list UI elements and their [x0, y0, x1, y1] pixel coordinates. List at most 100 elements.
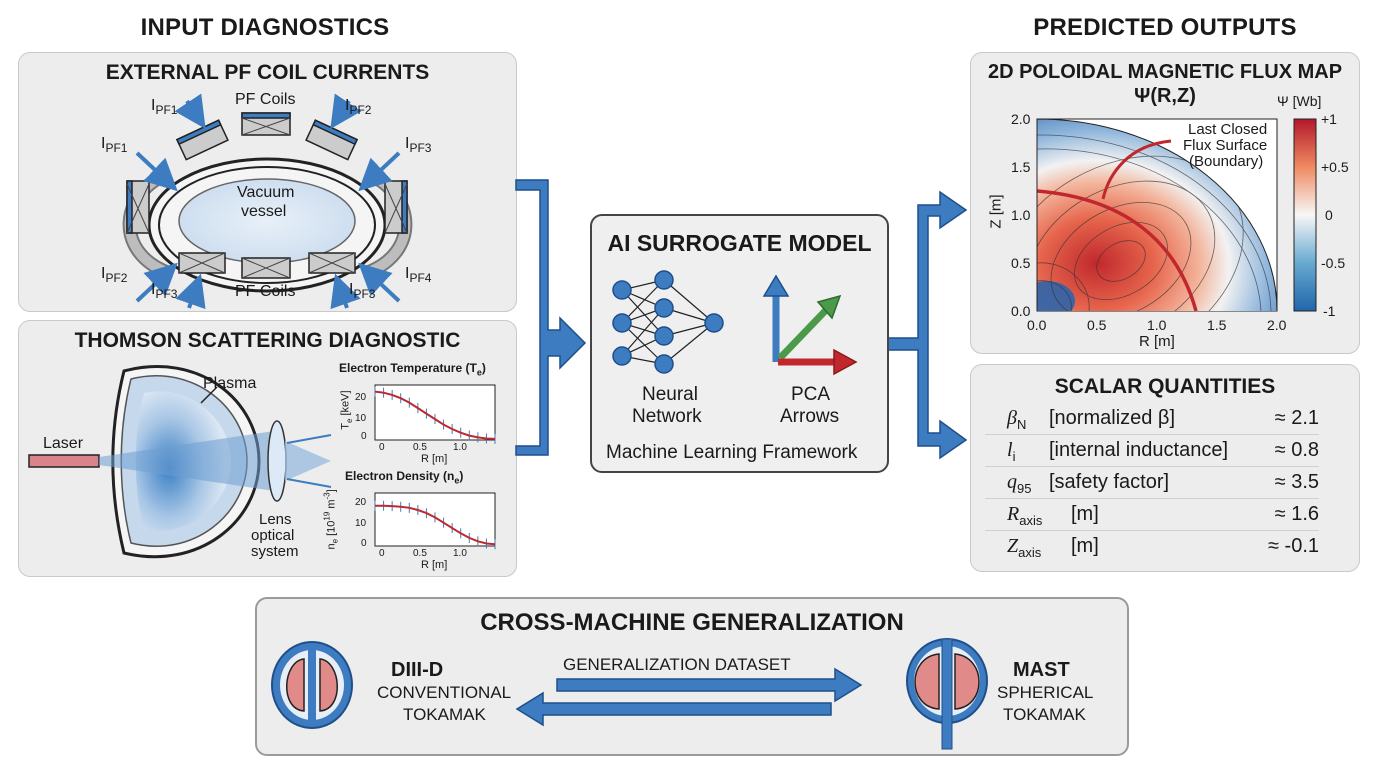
lcfs-label-2: Flux Surface	[1183, 137, 1268, 154]
scalar-row: βN [normalized β] ≈ 2.1	[985, 403, 1319, 435]
ne-xtick: 0.5	[413, 548, 427, 559]
current-label: IPF3	[151, 281, 178, 302]
flux-xtick: 1.5	[1207, 317, 1227, 333]
ne-xlabel: R [m]	[421, 559, 448, 571]
scalar-row: li [internal inductance] ≈ 0.8	[985, 435, 1319, 467]
lens-label-2: optical	[251, 527, 295, 544]
current-label: IPF2	[345, 97, 372, 118]
ne-xtick: 0	[379, 548, 385, 559]
colorbar-label: Ψ [Wb]	[1277, 93, 1322, 109]
left-arrow	[515, 691, 832, 727]
scalar-symbol: q95	[1007, 471, 1032, 496]
current-label: IPF3	[349, 281, 376, 302]
scalar-row: q95 [safety factor] ≈ 3.5	[985, 467, 1319, 499]
cross-machine-panel: CROSS-MACHINE GENERALIZATION GENERALIZAT…	[255, 597, 1129, 756]
scalar-symbol: li	[1007, 439, 1016, 464]
lens-label-3: system	[251, 543, 299, 560]
ne-xtick: 1.0	[453, 548, 467, 559]
cross-machine-diagram	[271, 638, 988, 750]
flux-xtick: 1.0	[1147, 317, 1167, 333]
plasma-label: Plasma	[203, 375, 257, 392]
scalar-desc: [safety factor]	[1049, 471, 1170, 493]
te-title: Electron Temperature (Te)	[339, 361, 486, 378]
scalar-table: βN [normalized β] ≈ 2.1 li [internal ind…	[971, 403, 1359, 571]
thomson-diagram	[28, 365, 496, 559]
scalar-desc: [internal inductance]	[1049, 439, 1229, 461]
te-ytick: 20	[355, 392, 367, 403]
current-label: IPF1	[151, 97, 178, 118]
lcfs-label-3: (Boundary)	[1189, 153, 1264, 170]
neural-network-icon	[612, 270, 724, 374]
mast-name: MAST	[1013, 659, 1070, 681]
ne-ytick: 20	[355, 497, 367, 508]
scalar-value: ≈ 1.6	[1274, 503, 1319, 525]
lcfs-label-1: Last Closed	[1188, 121, 1268, 138]
scalar-row: Zaxis [m] ≈ -0.1	[985, 531, 1319, 562]
te-ylabel: Te [keV]	[339, 390, 354, 430]
flux-ytick: 2.0	[1011, 111, 1031, 127]
flux-ytick: 1.0	[1011, 207, 1031, 223]
ne-ylabel: ne [1019 m-3]	[322, 489, 340, 550]
diiid-line1: CONVENTIONAL	[377, 683, 512, 702]
flux-map-plot	[1036, 118, 1317, 312]
diiid-line2: TOKAMAK	[403, 705, 486, 724]
scalar-value: ≈ 2.1	[1274, 407, 1319, 429]
pca-label-2: Arrows	[780, 406, 840, 427]
flux-ytick: 1.5	[1011, 159, 1031, 175]
pf-coil-diagram	[122, 93, 413, 310]
generalization-dataset-label: GENERALIZATION DATASET	[563, 655, 791, 674]
profile-line	[374, 390, 496, 440]
scalar-symbol: βN	[1007, 407, 1027, 432]
flux-xtick: 0.0	[1027, 317, 1047, 333]
vessel-label-line1: Vacuum	[237, 184, 295, 201]
mast-tokamak-icon	[906, 638, 988, 750]
pf-coil-panel: EXTERNAL PF COIL CURRENTS	[18, 52, 517, 312]
vessel-label-line2: vessel	[241, 203, 287, 220]
colorbar	[1293, 118, 1317, 312]
pca-label-1: PCA	[791, 384, 831, 405]
flux-ytick: 0.0	[1011, 303, 1031, 319]
current-label: IPF1	[101, 135, 128, 156]
scalar-title: SCALAR QUANTITIES	[1054, 375, 1276, 398]
nn-label-1: Neural	[642, 384, 698, 405]
scatter-beam	[99, 431, 274, 491]
mast-line2: TOKAMAK	[1003, 705, 1086, 724]
te-xtick: 1.0	[453, 442, 467, 453]
thomson-title: THOMSON SCATTERING DIAGNOSTIC	[74, 329, 461, 352]
nn-label-2: Network	[632, 406, 702, 427]
colorbar-tick: +1	[1321, 111, 1337, 127]
right-arrow	[556, 667, 863, 703]
ml-framework-label: Machine Learning Framework	[606, 442, 858, 463]
colorbar-tick: +0.5	[1321, 159, 1349, 175]
thomson-panel: THOMSON SCATTERING DIAGNOSTIC Laser Plas…	[18, 320, 517, 577]
current-label: IPF2	[101, 265, 128, 286]
ne-plot	[374, 500, 496, 550]
scalar-desc: [m]	[1071, 535, 1099, 557]
current-label: IPF3	[405, 135, 432, 156]
lens-label-1: Lens	[259, 511, 292, 528]
laser-beam	[28, 454, 100, 468]
scalar-value: ≈ 3.5	[1274, 471, 1319, 493]
te-xtick: 0.5	[413, 442, 427, 453]
ne-ytick: 10	[355, 518, 367, 529]
flux-xtick: 2.0	[1267, 317, 1287, 333]
flux-title: 2D POLOIDAL MAGNETIC FLUX MAP	[987, 61, 1343, 83]
lcfs-boundary	[1037, 189, 1198, 311]
diiid-tokamak-icon	[271, 641, 353, 729]
ai-surrogate-panel: AI SURROGATE MODEL Neural Network PCA Ar…	[590, 214, 889, 473]
pf-coils-top-label: PF Coils	[235, 91, 296, 108]
scalar-panel: SCALAR QUANTITIES βN [normalized β] ≈ 2.…	[970, 364, 1360, 572]
input-heading: INPUT DIAGNOSTICS	[140, 14, 390, 41]
te-plot	[374, 386, 496, 444]
pca-arrows-icon	[762, 274, 858, 376]
scalar-symbol: Raxis	[1007, 503, 1043, 528]
laser-label: Laser	[43, 435, 84, 452]
scalar-value: ≈ 0.8	[1274, 439, 1319, 461]
flux-ytick: 0.5	[1011, 255, 1031, 271]
scalar-value: ≈ -0.1	[1268, 535, 1319, 557]
profile-line	[375, 504, 496, 546]
scalar-row: Raxis [m] ≈ 1.6	[985, 499, 1319, 531]
te-ytick: 0	[361, 431, 367, 442]
te-plot-frame	[374, 384, 496, 441]
scalar-desc: [m]	[1071, 503, 1099, 525]
